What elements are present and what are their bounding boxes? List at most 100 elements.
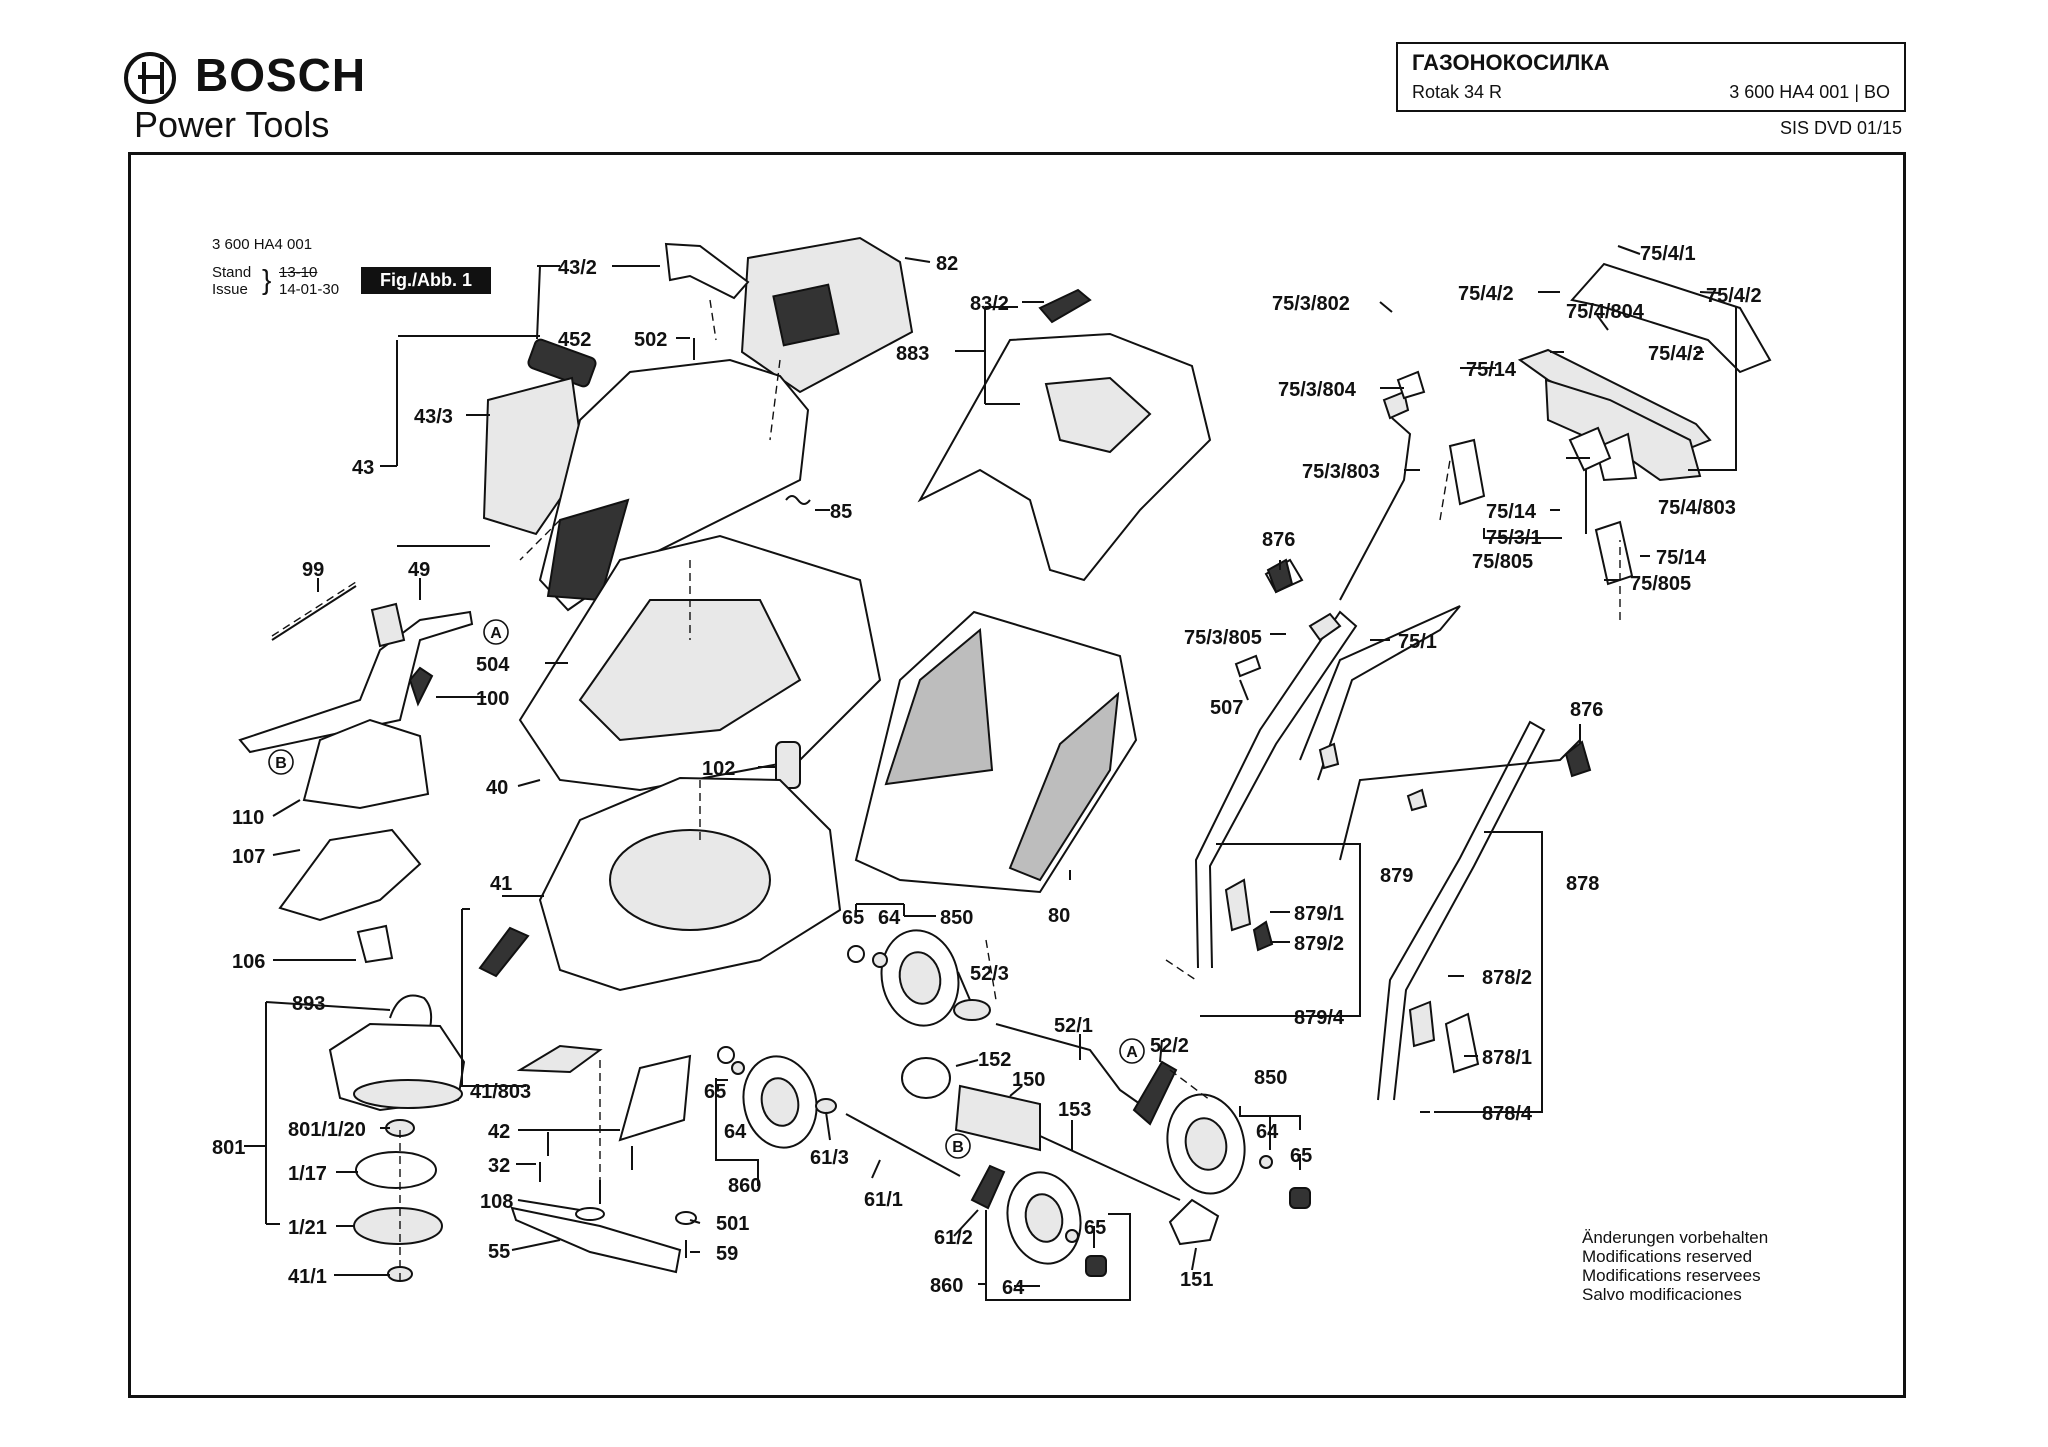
part-link-rod [845, 1113, 961, 1177]
part-label: 1/21 [288, 1217, 327, 1239]
callout-marker: B [268, 749, 294, 775]
part-label: 99 [302, 559, 324, 581]
part-label: 75/4/804 [1566, 301, 1645, 323]
part-label: 75/14 [1656, 547, 1707, 569]
part-label: 41/803 [470, 1081, 531, 1103]
part-label: 860 [728, 1175, 761, 1197]
part-label: 879/4 [1294, 1007, 1345, 1029]
part-handle-knob-small [1318, 742, 1340, 770]
part-label: 64 [1002, 1277, 1025, 1299]
wheel-front-right [880, 929, 960, 1027]
part-hub-cap [847, 945, 865, 963]
part-long-spring [271, 585, 357, 641]
part-blade [510, 1206, 682, 1274]
part-connector-block [1396, 370, 1426, 400]
assembly-line [709, 299, 717, 341]
part-rod-lever [970, 1164, 1006, 1210]
part-label: 65 [704, 1081, 726, 1103]
part-label: 41/1 [288, 1266, 327, 1288]
part-label: 883 [896, 343, 929, 365]
part-hub-cap [717, 1046, 735, 1064]
assembly-line [769, 359, 781, 441]
part-handle-cap [1444, 1012, 1480, 1074]
part-spring [785, 495, 811, 505]
meta-stand-value: 13-10 [279, 264, 318, 281]
part-label: 501 [716, 1213, 749, 1235]
part-lever-knob [370, 602, 406, 648]
part-label: 83/2 [970, 293, 1009, 315]
part-roller-bearing [901, 1057, 951, 1099]
part-cable-connector [1308, 612, 1342, 642]
part-clip [408, 666, 434, 707]
meta-stand-label: Stand [212, 264, 252, 281]
part-label: 153 [1058, 1099, 1091, 1121]
part-label: 102 [702, 758, 735, 780]
part-axle-rod [995, 1023, 1141, 1105]
part-label: 43/2 [558, 257, 597, 279]
part-handle-knob-small [1406, 788, 1428, 812]
part-long-spring-coil [271, 581, 357, 637]
part-tube-upper-left [1448, 438, 1486, 506]
part-shield [618, 1054, 692, 1142]
part-rear-axle [1039, 1135, 1181, 1201]
part-label: 61/3 [810, 1147, 849, 1169]
note-line: Modifications reserved [1582, 1247, 1753, 1266]
part-label: 452 [558, 329, 591, 351]
part-label: 85 [830, 501, 852, 523]
part-labels: 43/2 82 452 502 83/2 883 43/3 43 85 99 4… [212, 243, 1762, 1299]
part-hub-cap [1259, 1155, 1273, 1169]
part-label: 52/3 [970, 963, 1009, 985]
part-label: 107 [232, 846, 265, 868]
part-label: 52/1 [1054, 1015, 1093, 1037]
part-label: 151 [1180, 1269, 1213, 1291]
part-nut [675, 1211, 697, 1225]
product-model: Rotak 34 R [1412, 82, 1503, 102]
part-label: 65 [1290, 1145, 1312, 1167]
part-upper-handle [1570, 262, 1772, 374]
part-label: 878 [1566, 873, 1599, 895]
callout-marker: B [945, 1133, 971, 1159]
figure-tag: Fig./Abb. 1 [361, 267, 491, 294]
note-line: Salvo modificaciones [1582, 1285, 1742, 1304]
title-box [1396, 42, 1906, 112]
part-cable-clip [1382, 390, 1410, 420]
part-roller [954, 1084, 1041, 1152]
part-handle-grip [1038, 288, 1092, 324]
part-cover-window [772, 283, 840, 347]
part-label: 43 [352, 457, 374, 479]
part-label: 61/1 [864, 1189, 903, 1211]
part-label: 801/1/20 [288, 1119, 366, 1141]
part-handle-tube-right [1377, 720, 1546, 1101]
wheel-rear-left [1006, 1171, 1082, 1265]
note-line: Modifications reservees [1582, 1266, 1761, 1285]
part-handle-tube-left [1194, 610, 1358, 969]
part-handle-frame [1339, 739, 1581, 861]
callout-letter: B [275, 755, 287, 772]
part-label: 59 [716, 1243, 738, 1265]
part-label: 75/4/2 [1706, 285, 1762, 307]
part-cable [1339, 417, 1412, 601]
part-label: 75/4/803 [1658, 497, 1736, 519]
callout-marker: A [1119, 1038, 1145, 1064]
part-handle-bracket [1224, 878, 1252, 932]
part-label: 850 [940, 907, 973, 929]
part-label: 876 [1570, 699, 1603, 721]
meta-part-no: 3 600 HA4 001 [212, 236, 313, 253]
part-label: 75/805 [1630, 573, 1691, 595]
part-label: 879/1 [1294, 903, 1344, 925]
assembly-line [519, 519, 561, 561]
part-label: 61/2 [934, 1227, 973, 1249]
part-label: 64 [724, 1121, 747, 1143]
part-label: 106 [232, 951, 265, 973]
part-lever [238, 610, 474, 754]
assembly-line [1439, 459, 1451, 521]
assembly-line [1169, 1069, 1211, 1101]
part-deck-lever [516, 1044, 603, 1074]
brand-subtitle: Power Tools [134, 104, 330, 145]
part-handle-bar [1544, 378, 1702, 482]
meta-issue-value: 14-01-30 [279, 281, 340, 298]
note-line: Änderungen vorbehalten [1582, 1228, 1769, 1247]
part-label: 876 [1262, 529, 1295, 551]
part-deck-blade-area [609, 829, 771, 931]
